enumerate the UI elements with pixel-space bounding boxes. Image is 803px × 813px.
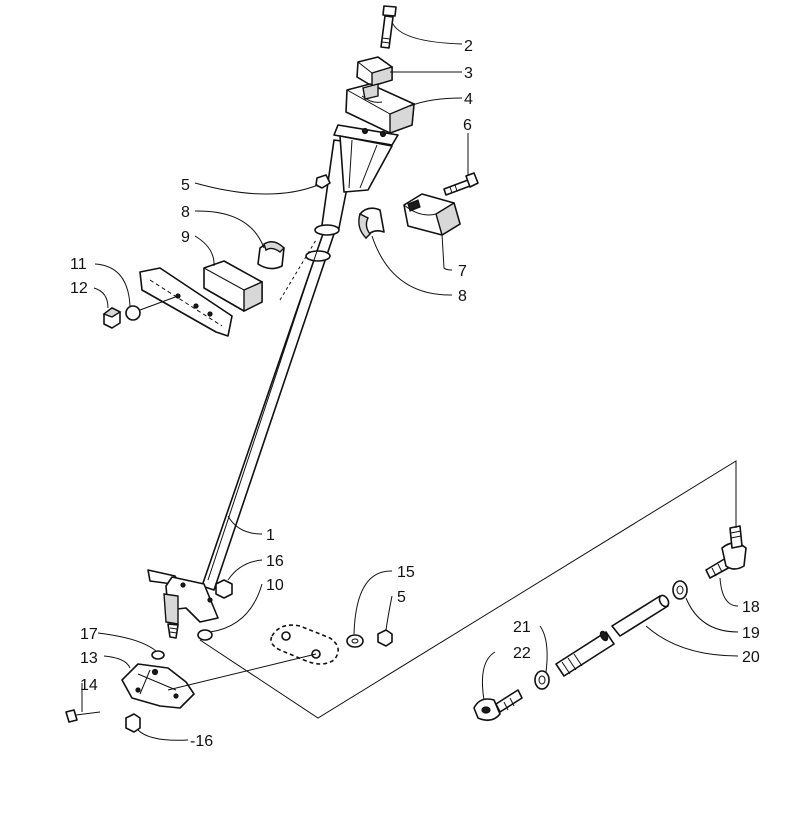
clamp-block-right xyxy=(403,193,461,237)
mounting-plate xyxy=(139,267,233,337)
nut-16-lower xyxy=(125,713,141,733)
callout-4: 4 xyxy=(464,91,473,108)
callout-1: 1 xyxy=(266,527,275,544)
callout-11: 11 xyxy=(70,256,87,273)
callout-8-right: 8 xyxy=(458,288,467,305)
callout-7: 7 xyxy=(458,263,467,280)
clamp-cap-small xyxy=(356,56,393,87)
callout-13: 13 xyxy=(80,650,98,667)
callout-22: 22 xyxy=(513,645,531,662)
steering-post xyxy=(201,139,357,591)
callout-16-upper: 16 xyxy=(266,553,284,570)
bushing-half-left xyxy=(257,241,285,270)
callout-5-upper: 5 xyxy=(181,177,190,194)
callout-18: 18 xyxy=(742,599,760,616)
washer-left xyxy=(125,305,141,321)
callout-12: 12 xyxy=(70,280,88,297)
callout-6: 6 xyxy=(463,117,472,134)
callout-labels: 2 3 4 6 5 8 9 7 8 11 12 1 16 10 15 5 17 … xyxy=(70,38,760,750)
tie-rod-end-right xyxy=(705,525,747,579)
washer-17 xyxy=(151,650,165,660)
jam-nut-21 xyxy=(534,670,550,690)
bushing-half-right xyxy=(358,207,385,239)
nut-16-upper xyxy=(215,579,233,599)
callout-20: 20 xyxy=(742,649,760,666)
callout-14: 14 xyxy=(80,677,98,694)
washer-10 xyxy=(197,629,213,641)
bolt-top xyxy=(380,5,397,49)
callout-19: 19 xyxy=(742,625,760,642)
callout-21: 21 xyxy=(513,619,531,636)
nut-upper xyxy=(315,174,331,189)
callout-16-lower: -16 xyxy=(190,733,213,750)
callout-10: 10 xyxy=(266,577,284,594)
callout-3: 3 xyxy=(464,65,473,82)
bolt-14 xyxy=(65,709,101,723)
upper-mount-bracket xyxy=(333,124,399,193)
callout-17: 17 xyxy=(80,626,98,643)
callout-9: 9 xyxy=(181,229,190,246)
upper-clamp-block xyxy=(345,83,415,134)
jam-nut-19 xyxy=(672,580,688,600)
tie-rod-end-left xyxy=(473,689,523,722)
pitman-link-plate xyxy=(270,624,339,665)
callout-15: 15 xyxy=(397,564,415,581)
leader-lines xyxy=(81,21,739,741)
nut-left xyxy=(102,307,122,329)
callout-5-lower: 5 xyxy=(397,589,406,606)
pitman-arm xyxy=(121,663,195,709)
tie-rod xyxy=(555,594,670,677)
lower-clamp-bracket xyxy=(203,260,263,313)
callout-2: 2 xyxy=(464,38,473,55)
steering-arm xyxy=(147,569,219,639)
bolt-right xyxy=(443,172,479,196)
washer-15 xyxy=(346,634,364,648)
callout-8-left: 8 xyxy=(181,204,190,221)
nut-5-lower xyxy=(377,629,393,647)
